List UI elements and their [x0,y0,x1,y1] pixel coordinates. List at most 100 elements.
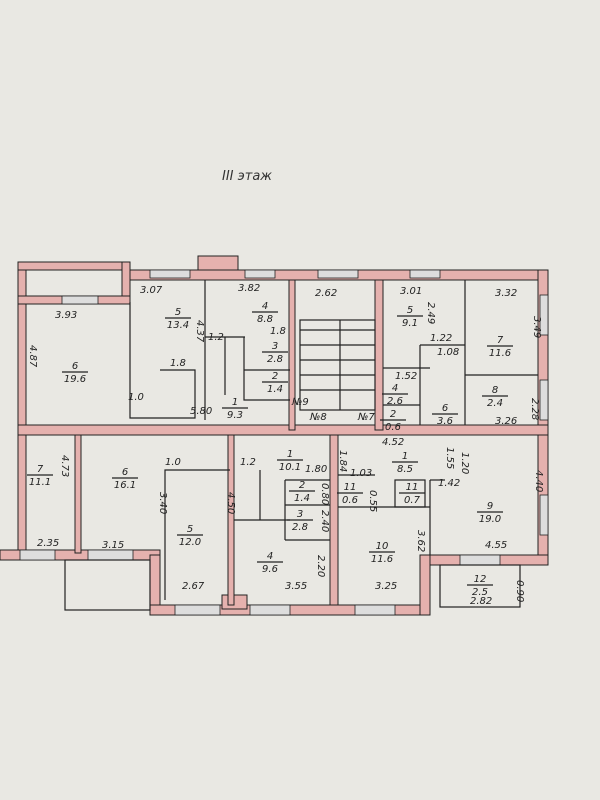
room-number: 1 [287,449,293,460]
room-area: 0.6 [342,495,358,506]
room-area: 8.8 [257,314,273,325]
room-number: 5 [187,524,193,535]
dimension-label: 3.93 [55,310,77,321]
dimension-label: 2.67 [182,581,205,592]
dimension-label: №7 [357,412,375,423]
dimension-label: 1.2 [208,332,224,343]
dimension-label: 0.90 [514,580,525,602]
dimension-label: 4.73 [59,455,70,477]
room-area: 10.1 [279,462,301,473]
room-area: 11.6 [489,348,511,359]
room-area: 16.1 [114,480,136,491]
room-number: 5 [407,305,413,316]
dimension-label: 2.49 [425,302,436,324]
room-area: 2.4 [487,398,503,409]
dimension-label: 3.82 [238,283,260,294]
dimension-label: 3.32 [495,288,517,299]
dimension-label: 1.2 [240,457,256,468]
room-number: 7 [497,335,504,346]
dimension-label: 1.20 [459,452,470,474]
room-number: 4 [392,383,398,394]
dimension-label: 4.37 [194,320,205,343]
walls [0,255,549,616]
room-area: 19.6 [64,374,86,385]
room-number: 9 [487,501,493,512]
room-number: 7 [37,464,44,475]
dimension-label: 2.62 [315,288,337,299]
dimension-label: 3.25 [375,581,397,592]
dimension-label: 3.07 [140,285,163,296]
dimension-label: 1.42 [438,478,460,489]
dimension-label: 2.82 [470,596,492,607]
room-area: 2.8 [267,354,283,365]
room-number: 5 [175,307,181,318]
dimension-label: 2.28 [529,398,540,420]
room-number: 11 [344,482,357,493]
room-area: 9.6 [262,564,278,575]
dimension-label: 4.87 [27,345,38,368]
dimension-label: №8 [309,412,327,423]
dimension-label: 3.26 [495,416,517,427]
room-number: 4 [262,301,268,312]
room-number: 3 [272,341,278,352]
room-number: 2 [299,480,305,491]
dimension-label: 1.0 [128,392,144,403]
dimension-label: 3.40 [157,492,168,514]
room-area: 9.1 [402,318,418,329]
dimension-label: 0.55 [367,490,378,512]
room-area: 0.6 [385,422,401,433]
dimension-label: 2.35 [37,538,59,549]
room-area: 1.4 [267,384,283,395]
room-area: 11.6 [371,554,393,565]
room-area: 8.5 [397,464,413,475]
room-area: 3.6 [437,416,453,427]
room-number: 10 [376,541,389,552]
room-area: 1.4 [294,493,310,504]
room-number: 6 [442,403,448,414]
room-area: 9.3 [227,410,243,421]
dimension-label: 3.15 [102,540,124,551]
dimension-label: 3.49 [531,316,542,338]
dimension-label: 3.01 [400,286,422,297]
dimension-label: 4.55 [485,540,507,551]
room-area: 11.1 [29,477,51,488]
dimension-label: 1.03 [350,468,372,479]
dimension-label: №9 [291,397,309,408]
room-number: 3 [297,509,303,520]
room-number: 11 [406,482,419,493]
room-area: 2.6 [387,396,403,407]
room-number: 2 [390,409,396,420]
dimension-label: 1.08 [437,347,459,358]
dimension-label: 1.80 [305,464,327,475]
room-area: 2.8 [292,522,308,533]
dimension-label: 1.84 [337,450,348,472]
room-area: 13.4 [167,320,189,331]
dimension-label: 1.8 [270,326,286,337]
dimension-label: 1.22 [430,333,452,344]
dimension-label: 3.55 [285,581,307,592]
room-area: 2.5 [472,587,488,598]
dimension-label: 1.52 [395,371,417,382]
dimension-label: 1.8 [170,358,186,369]
room-area: 12.0 [179,537,201,548]
room-number: 6 [122,467,128,478]
dimension-label: 3.62 [415,530,426,552]
room-number: 2 [272,371,278,382]
floor-title: III этаж [222,169,272,184]
dimension-label: 0.80 [319,483,330,505]
room-area: 19.0 [479,514,501,525]
dimension-label: 5.80 [190,406,212,417]
room-number: 8 [492,385,498,396]
dimension-label: 1.0 [165,457,181,468]
room-number: 12 [474,574,487,585]
dimension-label: 4.52 [382,437,404,448]
dimension-label: 4.50 [225,492,236,514]
room-number: 6 [72,361,78,372]
room-number: 1 [402,451,408,462]
dimension-label: 1.55 [444,447,455,469]
room-area: 0.7 [404,495,421,506]
partitions [64,280,538,611]
dimension-label: 4.40 [533,470,544,492]
dimension-label: 2.40 [319,510,330,532]
